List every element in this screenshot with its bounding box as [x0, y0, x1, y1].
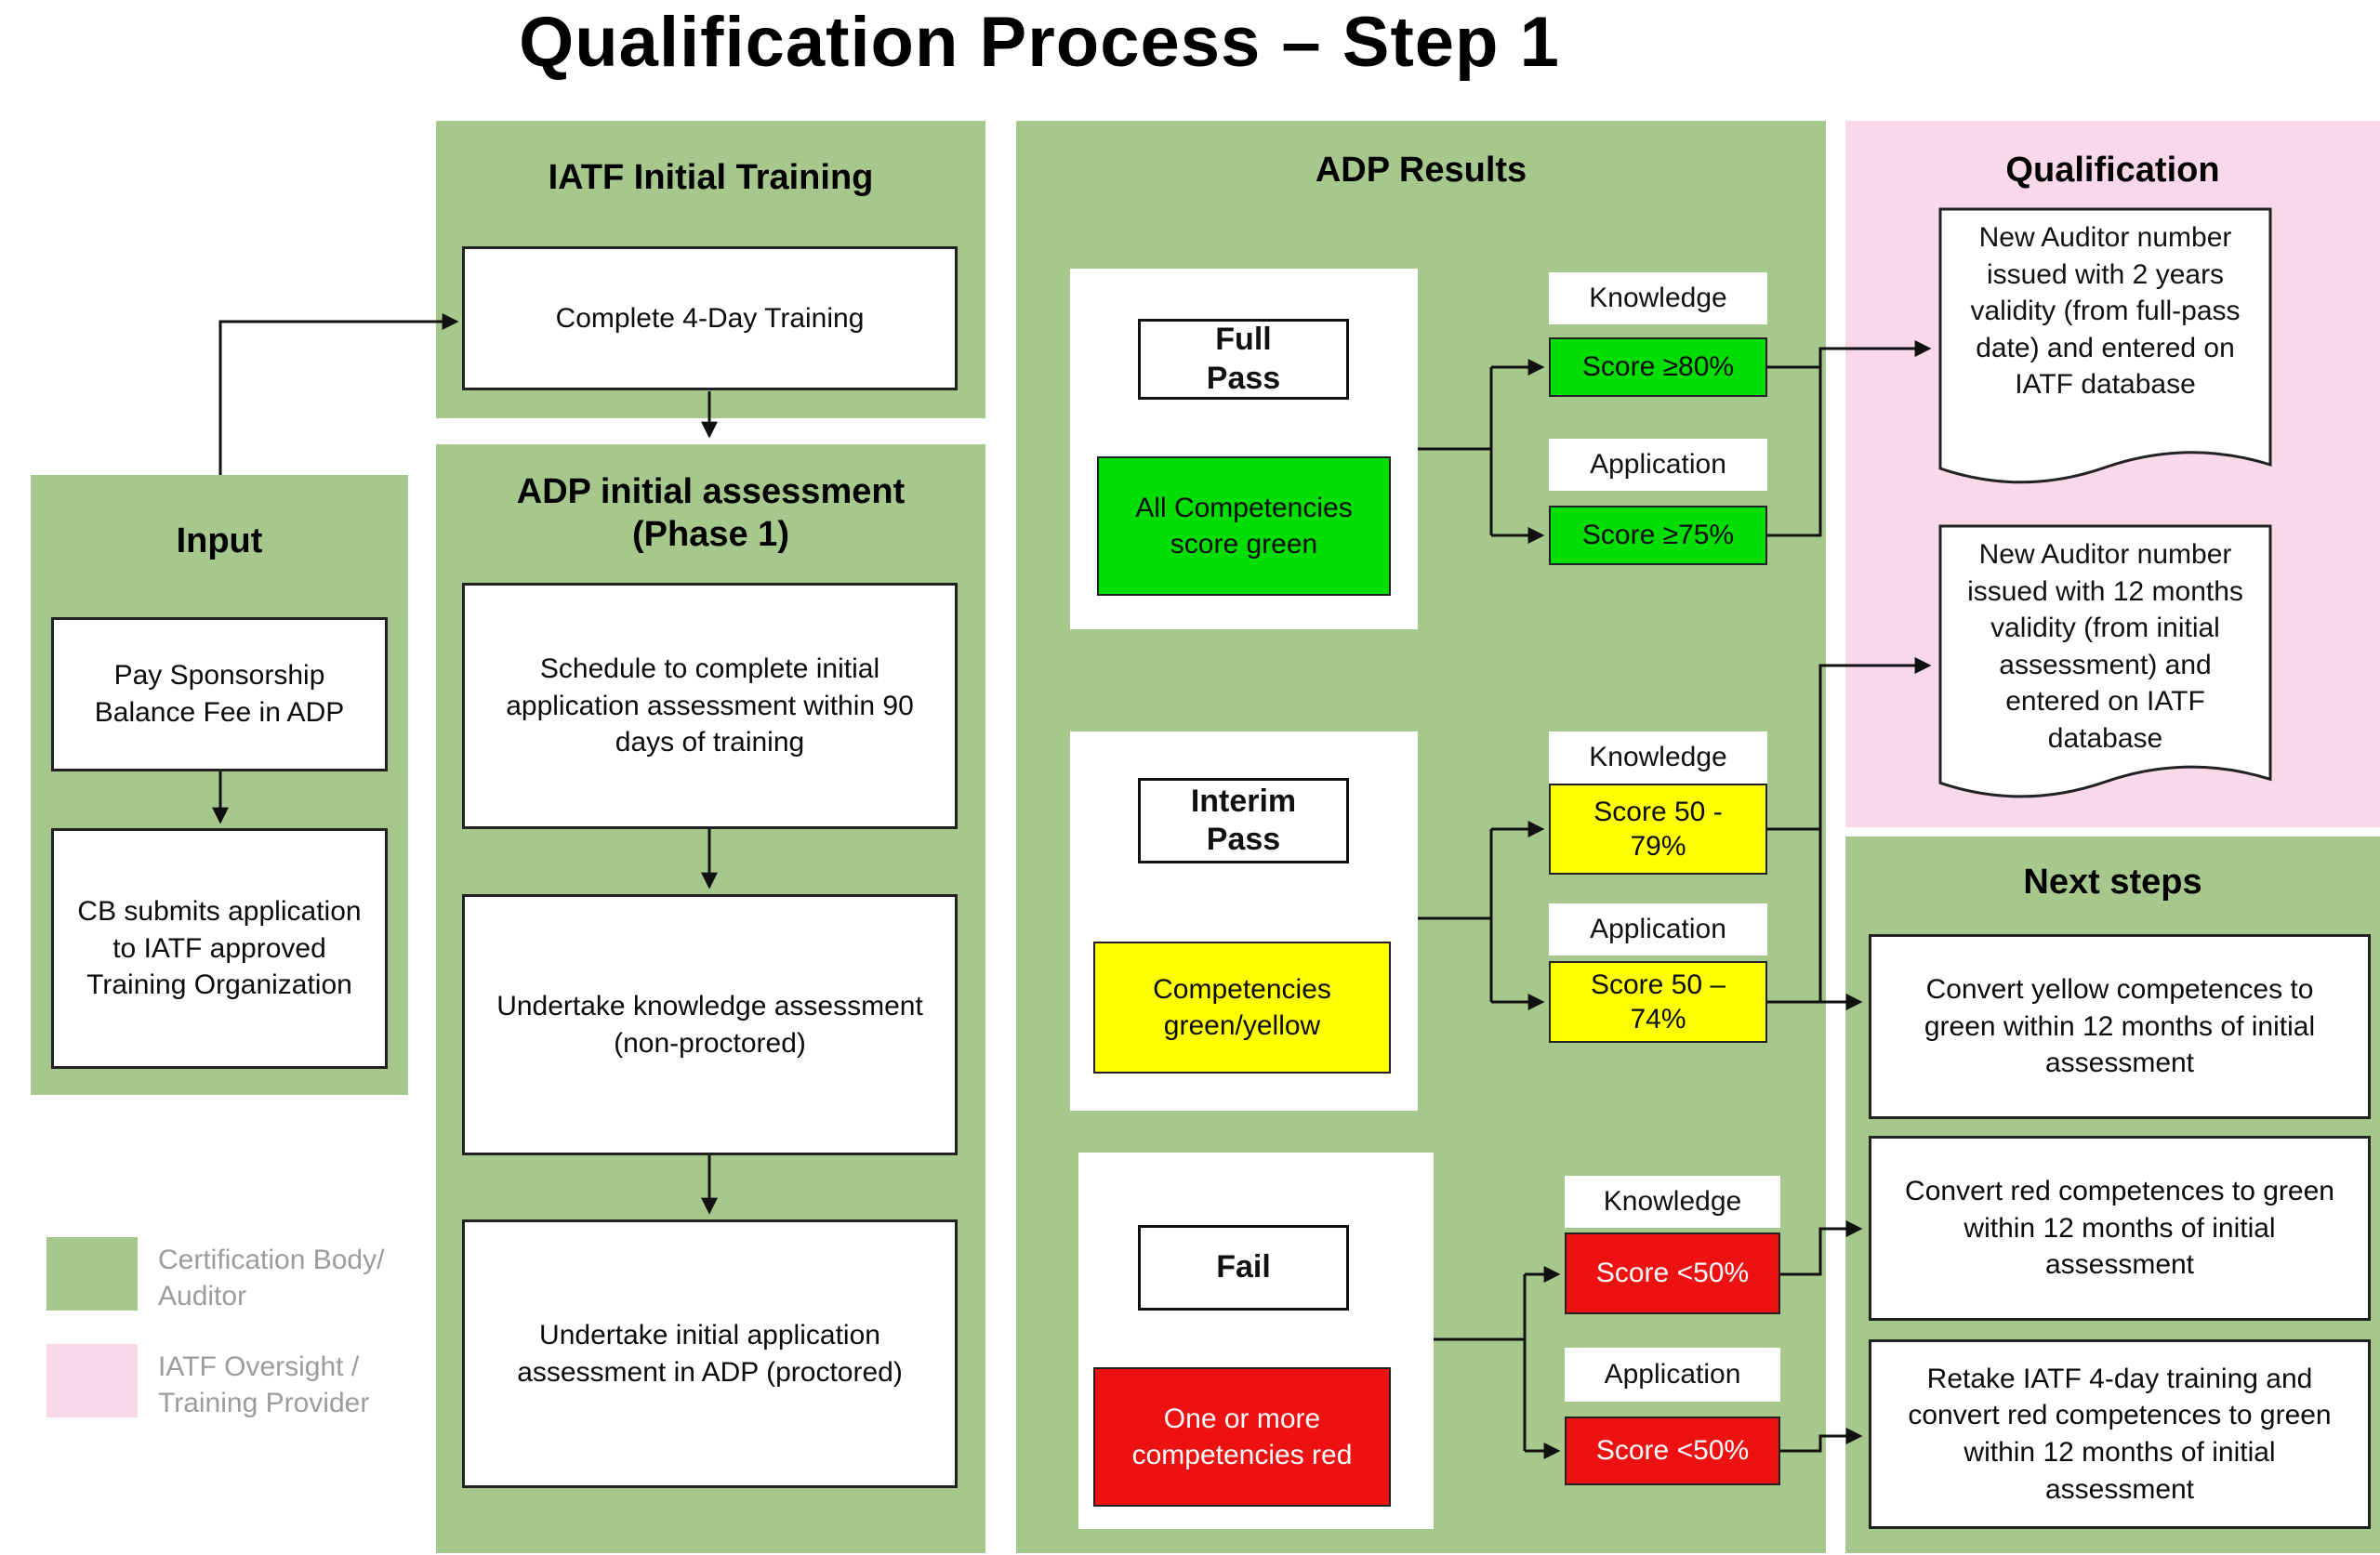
knowledge-assessment-box: Undertake knowledge assessment (non-proc… [462, 894, 958, 1155]
legend-green-swatch [46, 1237, 138, 1311]
interim-pass-panel: Interim Pass Competencies green/yellow [1070, 731, 1418, 1111]
adp-assessment-column: ADP initial assessment (Phase 1) Schedul… [436, 444, 985, 1553]
document-shape-icon [1938, 524, 2272, 798]
fail-knowledge-label: Knowledge [1565, 1176, 1780, 1228]
qualification-header: Qualification [2005, 151, 2220, 190]
full-pass-panel: Full Pass All Competencies score green [1070, 269, 1418, 629]
cb-submits-application-box: CB submits application to IATF approved … [51, 828, 388, 1069]
full-pass-application-label: Application [1549, 439, 1767, 491]
fail-detail-box: One or more competencies red [1093, 1367, 1391, 1507]
interim-application-label: Application [1549, 903, 1767, 955]
interim-pass-detail-box: Competencies green/yellow [1093, 942, 1391, 1074]
full-pass-knowledge-score: Score ≥80% [1549, 337, 1767, 397]
qualification-doc-2years-text: New Auditor number issued with 2 years v… [1970, 222, 2241, 401]
legend-pink-label: IATF Oversight / Training Provider [158, 1351, 370, 1418]
input-column-header: Input [176, 521, 263, 560]
training-column-header: IATF Initial Training [548, 158, 874, 197]
interim-application-score: Score 50 – 74% [1549, 961, 1767, 1043]
full-pass-application-score: Score ≥75% [1549, 506, 1767, 565]
next-step-red-box: Convert red competences to green within … [1869, 1136, 2371, 1321]
schedule-assessment-box: Schedule to complete initial application… [462, 583, 958, 829]
legend-green-label: Certification Body/ Auditor [158, 1245, 385, 1311]
interim-pass-label-box: Interim Pass [1138, 778, 1349, 863]
document-shape-icon [1938, 207, 2272, 484]
full-pass-label-box: Full Pass [1138, 319, 1349, 400]
fail-application-label: Application [1565, 1348, 1780, 1402]
interim-knowledge-score: Score 50 - 79% [1549, 784, 1767, 875]
training-column: IATF Initial Training Complete 4-Day Tra… [436, 121, 985, 418]
qualification-doc-12months-text: New Auditor number issued with 12 months… [1967, 539, 2243, 754]
fail-knowledge-score: Score <50% [1565, 1232, 1780, 1314]
pay-sponsorship-box: Pay Sponsorship Balance Fee in ADP [51, 617, 388, 771]
adp-assessment-header: ADP initial assessment (Phase 1) [516, 472, 906, 555]
adp-results-column: ADP Results Full Pass All Competencies s… [1016, 121, 1826, 1553]
next-steps-header: Next steps [2023, 863, 2202, 902]
page-title: Qualification Process – Step 1 [519, 3, 1560, 82]
adp-results-header: ADP Results [1315, 151, 1527, 190]
qualification-column: Qualification New Auditor number issued … [1845, 121, 2380, 827]
next-step-retake-box: Retake IATF 4-day training and convert r… [1869, 1339, 2371, 1529]
full-pass-knowledge-label: Knowledge [1549, 272, 1767, 324]
qualification-doc-2years: New Auditor number issued with 2 years v… [1937, 206, 2273, 497]
next-steps-column: Next steps Convert yellow competences to… [1845, 837, 2380, 1553]
full-pass-detail-box: All Competencies score green [1097, 456, 1391, 596]
next-step-yellow-box: Convert yellow competences to green with… [1869, 934, 2371, 1119]
qualification-doc-12months: New Auditor number issued with 12 months… [1937, 523, 2273, 811]
fail-panel: Fail One or more competencies red [1078, 1153, 1434, 1529]
legend-pink-swatch [46, 1344, 138, 1417]
input-column: Input Pay Sponsorship Balance Fee in ADP… [31, 475, 408, 1095]
application-assessment-box: Undertake initial application assessment… [462, 1219, 958, 1488]
fail-label-box: Fail [1138, 1225, 1349, 1311]
complete-training-box: Complete 4-Day Training [462, 246, 958, 390]
interim-knowledge-label: Knowledge [1549, 731, 1767, 784]
fail-application-score: Score <50% [1565, 1417, 1780, 1485]
